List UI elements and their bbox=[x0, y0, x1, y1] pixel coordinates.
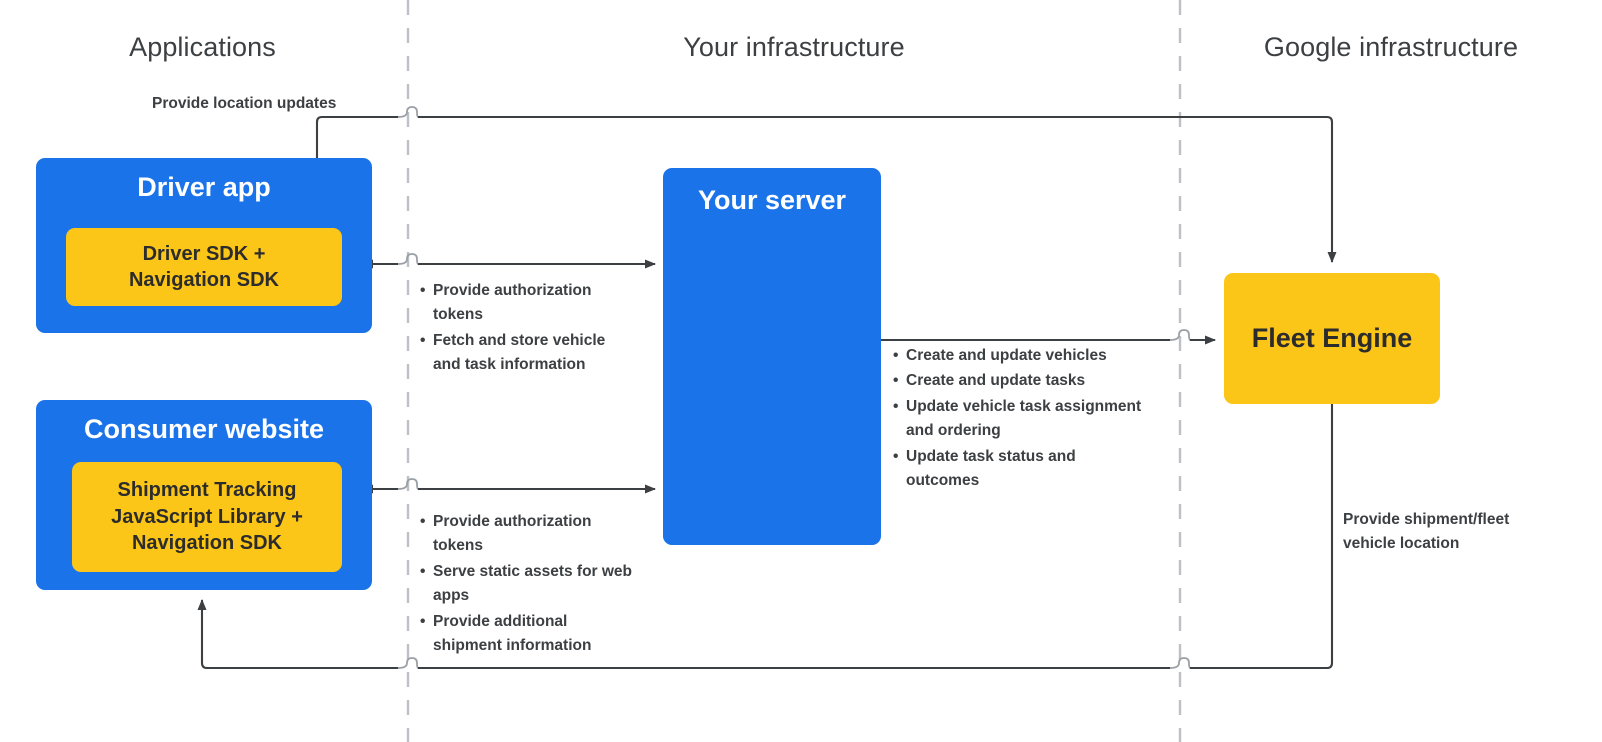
node-shipment-tracking-label: Shipment Tracking JavaScript Library + N… bbox=[103, 477, 311, 556]
line-jump-driver-server bbox=[397, 253, 419, 265]
line-jump-top-left bbox=[397, 106, 419, 118]
fleet-consumer-line-1: Provide shipment/fleet bbox=[1343, 511, 1510, 528]
edge-label-location-updates: Provide location updates bbox=[152, 95, 337, 112]
fleet-consumer-line-2: vehicle location bbox=[1343, 535, 1460, 553]
bullet-item: Serve static assets for web apps bbox=[420, 560, 635, 609]
node-fleet-engine[interactable]: Fleet Engine bbox=[1224, 273, 1440, 404]
bullet-item: Update vehicle task assignment and order… bbox=[893, 395, 1143, 444]
bullets-server-fleet-engine: Create and update vehicles Create and up… bbox=[893, 344, 1143, 495]
bullet-item: Create and update vehicles bbox=[893, 344, 1143, 369]
edge-label-fleet-to-consumer: Provide shipment/fleet vehicle location bbox=[1343, 508, 1509, 556]
bullet-item: Fetch and store vehicle and task informa… bbox=[420, 329, 635, 378]
driver-sdk-line-2: Navigation SDK bbox=[128, 269, 280, 291]
bullet-item: Provide authorization tokens bbox=[420, 279, 635, 328]
bullet-item: Update task status and outcomes bbox=[893, 445, 1143, 494]
shipment-tracking-line-2: JavaScript Library + bbox=[111, 505, 303, 528]
bullets-consumer-server: Provide authorization tokens Serve stati… bbox=[420, 510, 635, 660]
node-your-server-title: Your server bbox=[697, 185, 847, 215]
node-driver-app-title: Driver app bbox=[137, 172, 271, 202]
shipment-tracking-line-3: Navigation SDK bbox=[131, 532, 283, 555]
line-jump-bottom-right bbox=[1169, 657, 1191, 669]
bullet-item: Provide additional shipment information bbox=[420, 610, 635, 659]
zone-title-google-infrastructure: Google infrastructure bbox=[1263, 32, 1519, 62]
node-fleet-engine-title: Fleet Engine bbox=[1251, 322, 1413, 353]
node-driver-sdk-label: Driver SDK + Navigation SDK bbox=[121, 241, 287, 294]
bullet-item: Create and update tasks bbox=[893, 369, 1143, 394]
bullets-driver-server: Provide authorization tokens Fetch and s… bbox=[420, 279, 635, 379]
node-shipment-tracking-box[interactable]: Shipment Tracking JavaScript Library + N… bbox=[72, 462, 342, 572]
driver-sdk-line-1: Driver SDK + bbox=[142, 242, 266, 265]
shipment-tracking-line-1: Shipment Tracking bbox=[117, 479, 297, 502]
line-jump-bottom-left bbox=[397, 657, 419, 669]
edge-fleet-consumer-seg3 bbox=[197, 599, 398, 670]
zone-title-your-infrastructure: Your infrastructure bbox=[683, 32, 905, 62]
line-jump-server-fleet bbox=[1169, 329, 1191, 341]
node-driver-sdk-box[interactable]: Driver SDK + Navigation SDK bbox=[66, 228, 342, 306]
node-your-server[interactable]: Your server bbox=[663, 168, 881, 545]
edge-fleet-consumer-seg1 bbox=[1190, 404, 1334, 670]
line-jump-consumer-server bbox=[397, 478, 419, 490]
zone-title-applications: Applications bbox=[129, 32, 276, 62]
line-jump-spacer bbox=[1322, 107, 1336, 117]
node-consumer-website-title: Consumer website bbox=[83, 414, 325, 444]
bullet-item: Provide authorization tokens bbox=[420, 510, 635, 559]
